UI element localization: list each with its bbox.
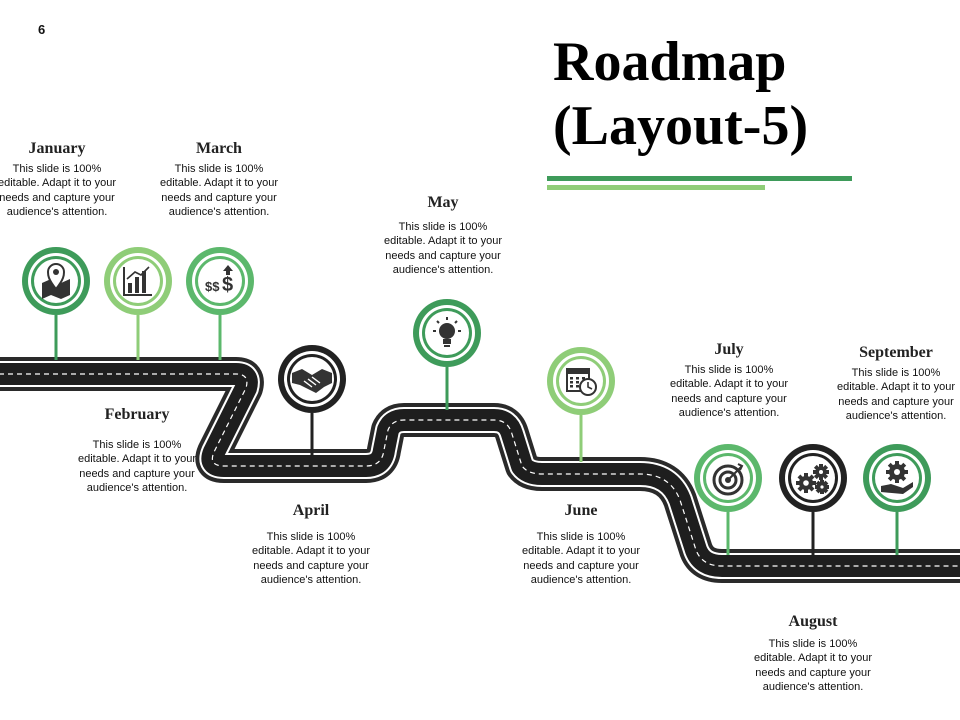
- dollar-icon: $$$: [205, 265, 233, 296]
- hand-gear-icon: [881, 461, 913, 494]
- slide-number: 6: [38, 22, 46, 37]
- milestone-label-may: May This slide is 100% editable. Adapt i…: [378, 194, 508, 277]
- milestone-marker-september: [863, 444, 931, 555]
- milestone-month: August: [788, 613, 838, 630]
- milestone-description: This slide is 100% editable. Adapt it to…: [77, 439, 197, 494]
- milestone-label-july: July This slide is 100% editable. Adapt …: [664, 341, 794, 420]
- milestone-label-june: June This slide is 100% editable. Adapt …: [516, 502, 646, 587]
- milestone-description: This slide is 100% editable. Adapt it to…: [669, 364, 789, 419]
- milestone-label-september: September This slide is 100% editable. A…: [831, 344, 960, 423]
- milestone-label-april: April This slide is 100% editable. Adapt…: [246, 502, 376, 587]
- marker-icon-bg: [559, 359, 603, 403]
- milestone-label-march: March This slide is 100% editable. Adapt…: [154, 140, 284, 219]
- title-line-1: Roadmap: [553, 31, 787, 93]
- svg-text:$: $: [222, 274, 233, 296]
- milestone-month: January: [28, 140, 86, 157]
- milestone-month: July: [714, 341, 744, 358]
- milestone-description: This slide is 100% editable. Adapt it to…: [753, 638, 873, 693]
- milestone-month: May: [427, 194, 459, 211]
- milestone-label-january: January This slide is 100% editable. Ada…: [0, 140, 122, 219]
- title-line-2: (Layout-5): [553, 95, 809, 157]
- milestone-markers: $$$: [22, 247, 931, 555]
- milestone-month: April: [292, 502, 330, 519]
- road-center-line: [0, 373, 960, 567]
- handshake-icon: [292, 369, 332, 393]
- milestone-description: This slide is 100% editable. Adapt it to…: [383, 221, 503, 276]
- milestone-label-august: August This slide is 100% editable. Adap…: [748, 613, 878, 694]
- milestone-description: This slide is 100% editable. Adapt it to…: [159, 163, 279, 218]
- road: [0, 357, 960, 583]
- title-underline-light: [547, 185, 765, 190]
- milestone-label-february: February This slide is 100% editable. Ad…: [72, 406, 202, 495]
- milestone-description: This slide is 100% editable. Adapt it to…: [0, 163, 117, 218]
- milestone-marker-june: [547, 347, 615, 462]
- title-underline-dark: [547, 176, 852, 181]
- milestone-month: June: [564, 502, 598, 519]
- calendar-clock-icon: [566, 368, 597, 396]
- lightbulb-icon: [433, 317, 461, 347]
- milestone-marker-august: [779, 444, 847, 555]
- bar-chart-icon: [123, 266, 152, 296]
- page-title: Roadmap (Layout-5): [553, 30, 953, 158]
- milestone-description: This slide is 100% editable. Adapt it to…: [521, 531, 641, 586]
- milestone-month: March: [196, 140, 242, 157]
- milestone-marker-february: [104, 247, 172, 360]
- milestone-marker-april: [278, 345, 346, 455]
- milestone-description: This slide is 100% editable. Adapt it to…: [251, 531, 371, 586]
- gears-icon: [796, 464, 829, 494]
- milestone-month: September: [859, 344, 933, 361]
- milestone-month: February: [104, 406, 170, 423]
- milestone-marker-march: $$$: [186, 247, 254, 360]
- milestone-description: This slide is 100% editable. Adapt it to…: [836, 367, 956, 422]
- map-pin-icon: [42, 263, 70, 299]
- target-icon: [712, 463, 744, 496]
- svg-text:$$: $$: [205, 279, 220, 294]
- milestone-marker-july: [694, 444, 762, 555]
- milestone-marker-may: [413, 299, 481, 410]
- milestone-marker-january: [22, 247, 90, 360]
